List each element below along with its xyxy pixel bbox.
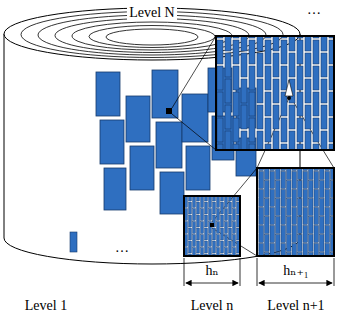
- ellipsis: …: [115, 241, 129, 255]
- level-label: Level n: [191, 299, 233, 313]
- dimension-label: hₙ: [205, 264, 218, 278]
- level-label: Level 1: [25, 299, 67, 313]
- level-label: Level N: [127, 6, 176, 20]
- dimension-label: hₙ₊₁: [283, 264, 308, 278]
- ellipsis: …: [307, 3, 321, 17]
- level-label: Level n+1: [267, 299, 324, 313]
